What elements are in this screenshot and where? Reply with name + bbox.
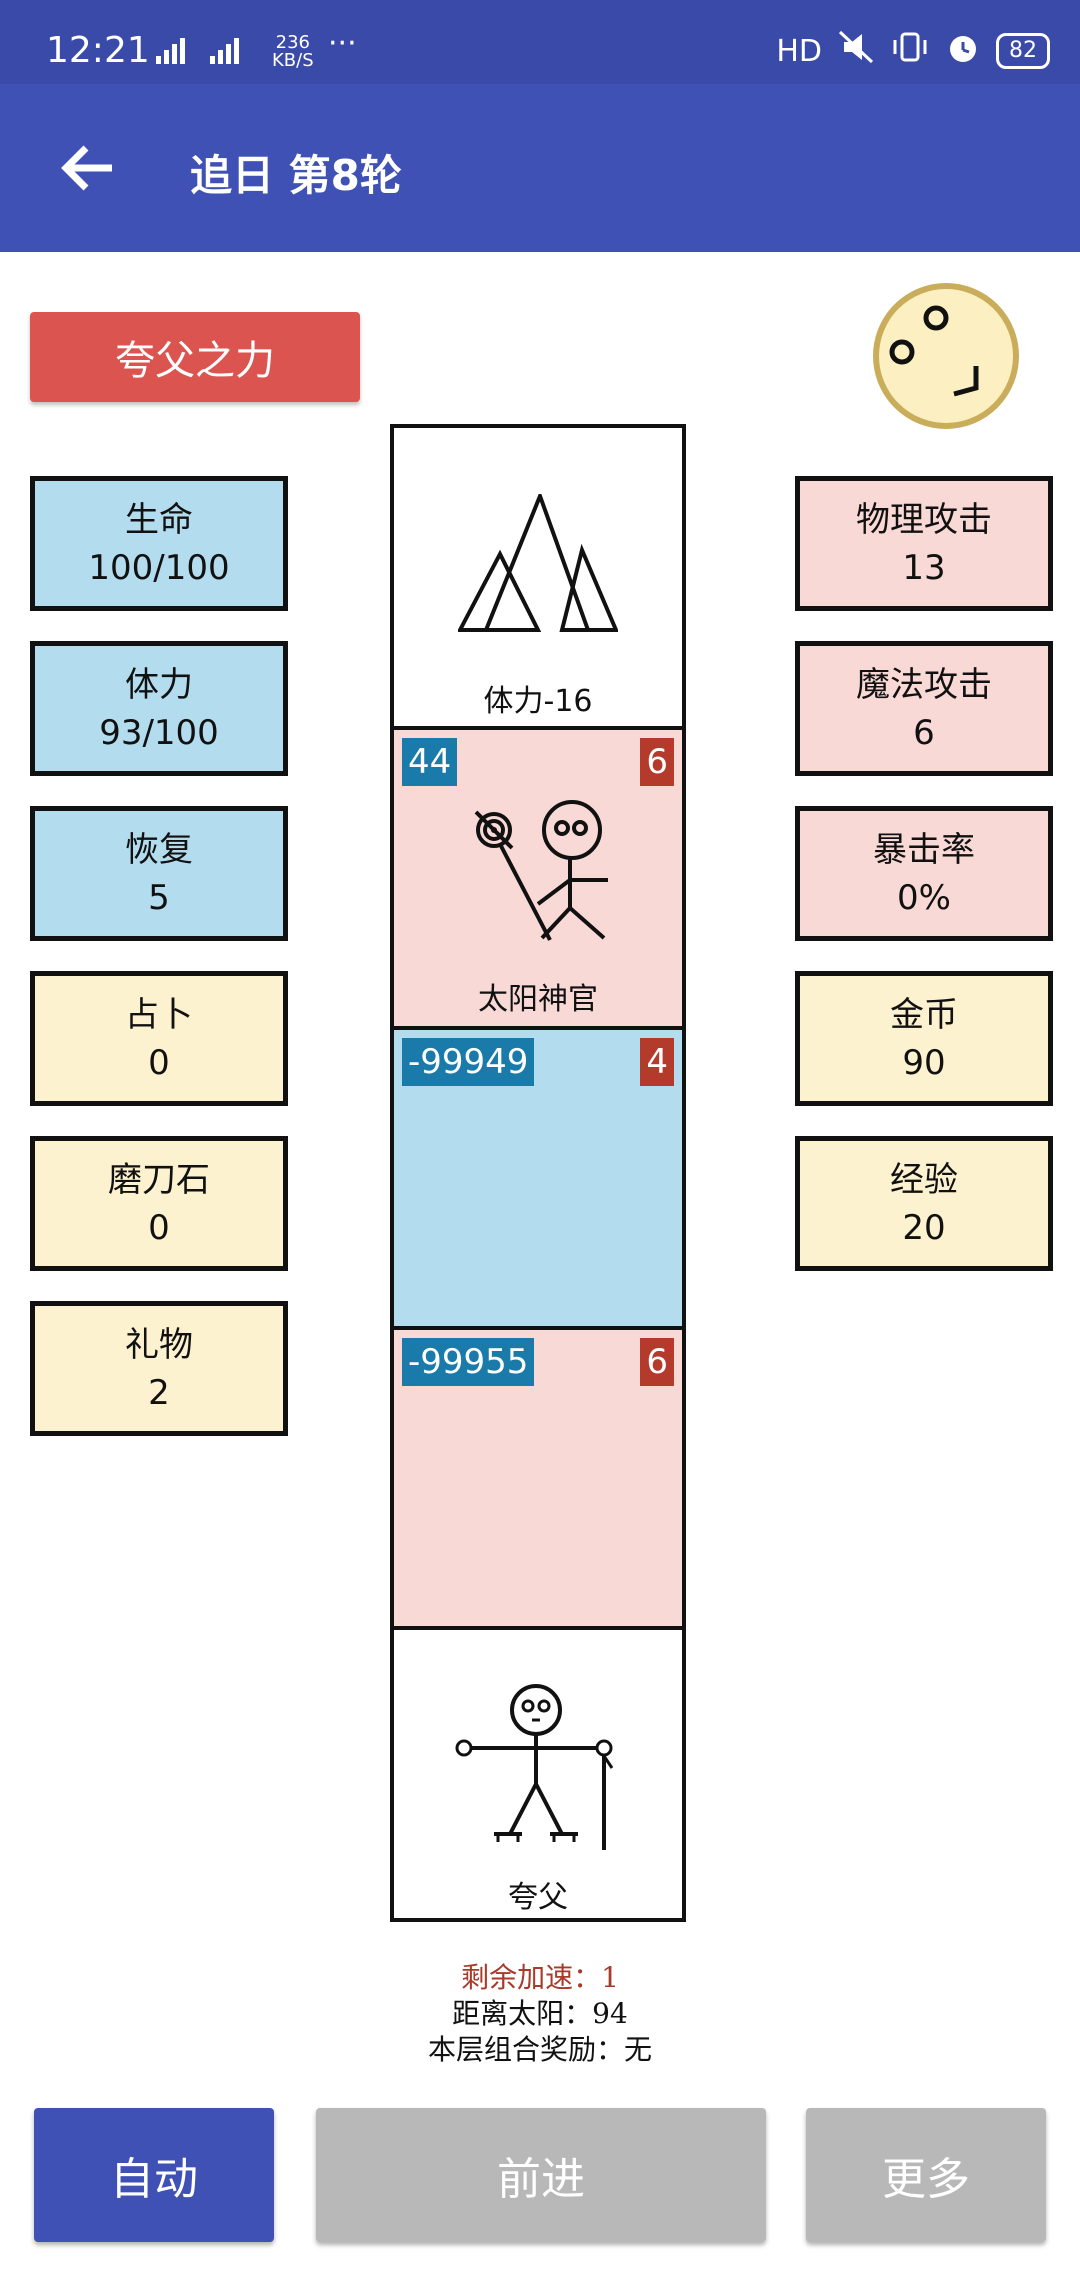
hd-indicator: HD xyxy=(776,33,822,69)
distance-to-sun: 距离太阳：94 xyxy=(452,1997,628,2030)
speed-unit: KB/S xyxy=(272,50,314,71)
cell-label: 夸父 xyxy=(508,1880,568,1915)
stat-magic-attack: 魔法攻击 6 xyxy=(795,641,1053,776)
cell-health-badge: -99949 xyxy=(402,1038,535,1086)
stat-value: 2 xyxy=(148,1372,170,1413)
status-right: HD 82 xyxy=(776,30,1050,72)
stat-gold: 金币 90 xyxy=(795,971,1053,1106)
stat-health: 生命 100/100 xyxy=(30,476,288,611)
stat-label: 占卜 xyxy=(125,994,193,1035)
track-cell-kuafu[interactable]: 夸父 xyxy=(394,1626,682,1918)
boost-remaining: 剩余加速：1 xyxy=(461,1961,619,1994)
stat-value: 0% xyxy=(897,877,951,918)
stat-label: 金币 xyxy=(890,994,958,1035)
forward-button[interactable]: 前进 xyxy=(316,2108,766,2242)
stat-gift: 礼物 2 xyxy=(30,1301,288,1436)
stat-value: 5 xyxy=(148,877,170,918)
cell-label: 太阳神官 xyxy=(478,982,598,1017)
battery-icon: 82 xyxy=(996,33,1050,69)
cell-health-badge: -99955 xyxy=(402,1338,535,1386)
track-cell-pink[interactable]: -99955 6 xyxy=(394,1326,682,1626)
floor-bonus: 本层组合奖励：无 xyxy=(427,2033,652,2066)
cell-attack-badge: 6 xyxy=(640,1338,674,1386)
status-bar: 12:21 236 KB/S ··· HD 82 xyxy=(0,0,1080,84)
mountain-icon xyxy=(458,494,618,632)
stat-label: 恢复 xyxy=(125,829,193,870)
vibrate-icon xyxy=(890,30,930,72)
page-title: 追日 第8轮 xyxy=(190,151,402,200)
stat-label: 经验 xyxy=(890,1159,958,1200)
sun-priest-icon xyxy=(474,800,608,941)
stat-value: 100/100 xyxy=(88,547,230,588)
stat-recovery: 恢复 5 xyxy=(30,806,288,941)
network-speed: 236 KB/S xyxy=(272,34,314,70)
stat-label: 魔法攻击 xyxy=(856,664,992,705)
cell-attack-badge: 4 xyxy=(640,1038,674,1086)
stat-value: 90 xyxy=(902,1042,946,1083)
stat-label: 礼物 xyxy=(125,1324,193,1365)
more-button[interactable]: 更多 xyxy=(806,2108,1046,2242)
stat-label: 体力 xyxy=(125,664,193,705)
enemy-health-badge: 44 xyxy=(402,738,458,786)
stat-stamina: 体力 93/100 xyxy=(30,641,288,776)
stat-crit-rate: 暴击率 0% xyxy=(795,806,1053,941)
network-signal-icon xyxy=(148,36,258,70)
enemy-attack-badge: 6 xyxy=(640,738,674,786)
stat-whetstone: 磨刀石 0 xyxy=(30,1136,288,1271)
track-cell-mountain[interactable]: 体力-16 xyxy=(394,428,682,726)
mute-icon xyxy=(836,30,876,72)
status-time: 12:21 xyxy=(46,30,150,71)
stat-value: 93/100 xyxy=(99,712,219,753)
stat-label: 磨刀石 xyxy=(108,1159,210,1200)
more-notifications-icon: ··· xyxy=(328,26,357,61)
kuafu-player-icon xyxy=(455,1684,614,1850)
cell-label: 体力-16 xyxy=(483,684,593,719)
stat-value: 13 xyxy=(902,547,946,588)
app-bar: 追日 第8轮 xyxy=(0,84,1080,252)
track-cell-blue[interactable]: -99949 4 xyxy=(394,1026,682,1326)
stat-experience: 经验 20 xyxy=(795,1136,1053,1271)
alarm-icon xyxy=(944,30,982,72)
stat-label: 生命 xyxy=(125,499,193,540)
back-arrow-icon[interactable] xyxy=(56,136,120,200)
stat-value: 0 xyxy=(148,1207,170,1248)
speed-value: 236 xyxy=(275,32,310,53)
stat-label: 物理攻击 xyxy=(856,499,992,540)
stat-value: 0 xyxy=(148,1042,170,1083)
track-cell-sun-priest[interactable]: 44 6 太阳神官 xyxy=(394,726,682,1026)
auto-button[interactable]: 自动 xyxy=(34,2108,274,2242)
stat-value: 20 xyxy=(902,1207,946,1248)
stat-label: 暴击率 xyxy=(873,829,975,870)
stat-physical-attack: 物理攻击 13 xyxy=(795,476,1053,611)
stat-divination: 占卜 0 xyxy=(30,971,288,1106)
kuafu-power-button[interactable]: 夸父之力 xyxy=(30,312,360,402)
track-column: 体力-16 44 6 太阳神官 -99949 4 -99955 6 xyxy=(390,424,686,1922)
stat-value: 6 xyxy=(913,712,935,753)
sun-face-icon[interactable] xyxy=(872,282,1020,430)
